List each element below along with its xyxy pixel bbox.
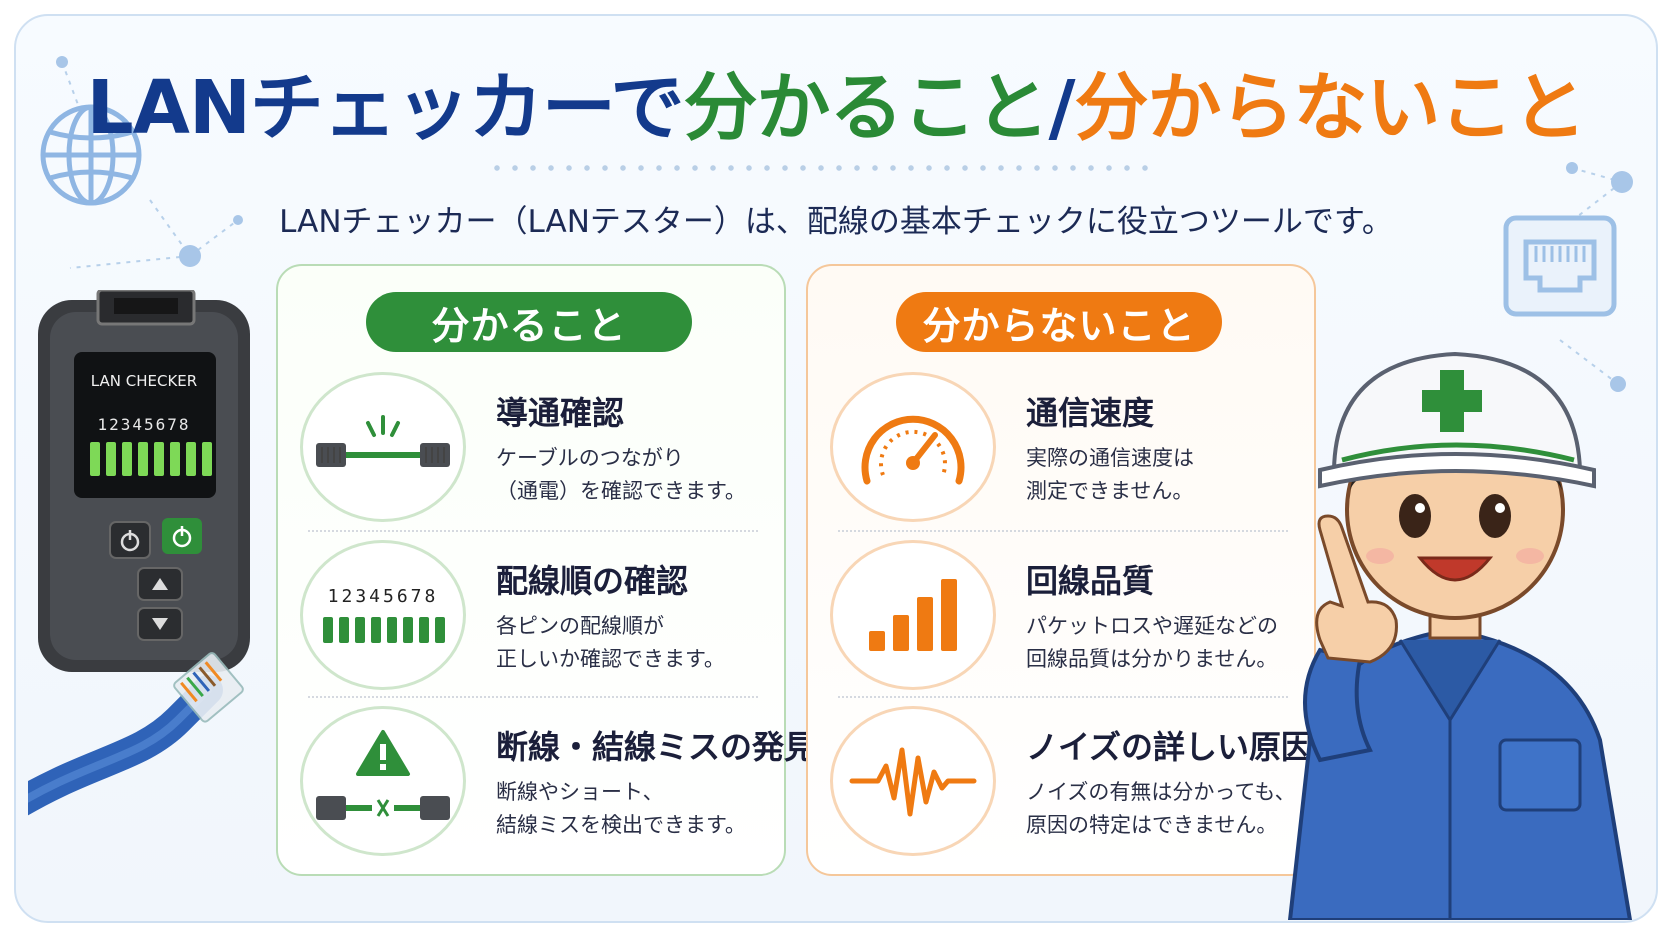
desc-line-1: ノイズの有無は分かっても、 [1026, 780, 1296, 804]
known-panel: 分かること 導通確認 ケーブルのつながり （通電）を確認できます。 123456… [276, 264, 816, 876]
known-item-title: 断線・結線ミスの発見 [496, 728, 817, 766]
device-power-button[interactable] [109, 521, 151, 559]
desc-line-2: 測定できません。 [1026, 479, 1194, 503]
desc-line-1: 断線やショート、 [496, 780, 664, 804]
separator [838, 530, 1288, 532]
title-part-unknown: 分からないこと [1074, 65, 1586, 151]
unknown-panel: 分からないこと 通信速度 実際の通信速度は 測定できません。 回線品質 [806, 264, 1316, 876]
worker-illustration [1287, 351, 1633, 920]
desc-line-2: 回線品質は分かりません。 [1026, 647, 1278, 671]
device-up-button[interactable] [137, 567, 183, 601]
known-item-continuity: 導通確認 ケーブルのつながり （通電）を確認できます。 [278, 368, 784, 528]
desc-line-2: 結線ミスを検出できます。 [496, 813, 746, 837]
unknown-item-desc: ノイズの有無は分かっても、 原因の特定はできません。 [1026, 776, 1296, 842]
unknown-item-title: 通信速度 [1026, 394, 1155, 432]
known-item-desc: 断線やショート、 結線ミスを検出できます。 [496, 776, 746, 842]
subtitle: LANチェッカー（LANテスター）は、配線の基本チェックに役立つツールです。 [279, 204, 1393, 240]
desc-line-2: （通電）を確認できます。 [496, 479, 746, 503]
noise-wave-icon [830, 706, 996, 856]
device-start-button[interactable] [162, 518, 202, 554]
unknown-item-title: 回線品質 [1026, 562, 1155, 600]
page-title: LANチェッカーで分かること/分からないこと [0, 48, 1672, 155]
known-item-desc: 各ピンの配線順が 正しいか確認できます。 [496, 610, 725, 676]
desc-line-2: 正しいか確認できます。 [496, 647, 725, 671]
known-item-break-detect: 断線・結線ミスの発見 断線やショート、 結線ミスを検出できます。 [278, 702, 816, 862]
title-part-known: 分かること [683, 65, 1049, 151]
unknown-header: 分からないこと [896, 292, 1222, 352]
desc-line-1: パケットロスや遅延などの [1026, 614, 1278, 638]
unknown-item-quality: 回線品質 パケットロスや遅延などの 回線品質は分かりません。 [808, 536, 1314, 696]
unknown-item-speed: 通信速度 実際の通信速度は 測定できません。 [808, 368, 1314, 528]
title-part-lan-checker: LANチェッカーで [86, 65, 685, 151]
separator [308, 696, 758, 698]
speedometer-icon [830, 372, 996, 522]
separator [308, 530, 758, 532]
desc-line-1: ケーブルのつながり [496, 446, 684, 470]
known-item-desc: ケーブルのつながり （通電）を確認できます。 [496, 442, 746, 508]
unknown-item-noise: ノイズの詳しい原因 ノイズの有無は分かっても、 原因の特定はできません。 [808, 702, 1314, 862]
cable-icon [300, 372, 466, 522]
title-dotted-divider [488, 164, 1148, 172]
known-item-title: 導通確認 [496, 394, 625, 432]
warning-icon [300, 706, 466, 856]
pin-numbers: 12345678 [327, 585, 439, 607]
globe-icon [40, 104, 142, 206]
device-down-button[interactable] [137, 607, 183, 641]
unknown-item-desc: 実際の通信速度は 測定できません。 [1026, 442, 1194, 508]
known-item-title: 配線順の確認 [496, 562, 689, 600]
title-slash: / [1048, 65, 1075, 151]
lan-checker-device: LAN CHECKER 12345678 [28, 290, 250, 816]
device-led-bars [90, 442, 212, 476]
unknown-item-desc: パケットロスや遅延などの 回線品質は分かりません。 [1026, 610, 1278, 676]
known-header: 分かること [366, 292, 692, 352]
unknown-item-title: ノイズの詳しい原因 [1026, 728, 1314, 766]
desc-line-1: 各ピンの配線順が [496, 614, 664, 638]
device-pin-numbers: 12345678 [97, 415, 190, 434]
separator [838, 696, 1288, 698]
desc-line-2: 原因の特定はできません。 [1026, 813, 1278, 837]
known-item-wiring-order: 12345678 配線順の確認 各ピンの配線順が 正しいか確認できます。 [278, 536, 784, 696]
signal-bars-icon [830, 540, 996, 690]
desc-line-1: 実際の通信速度は [1026, 446, 1194, 470]
pin-led-icon: 12345678 [300, 540, 466, 690]
ethernet-port-icon [1503, 215, 1617, 317]
device-screen-label: LAN CHECKER [91, 372, 197, 390]
